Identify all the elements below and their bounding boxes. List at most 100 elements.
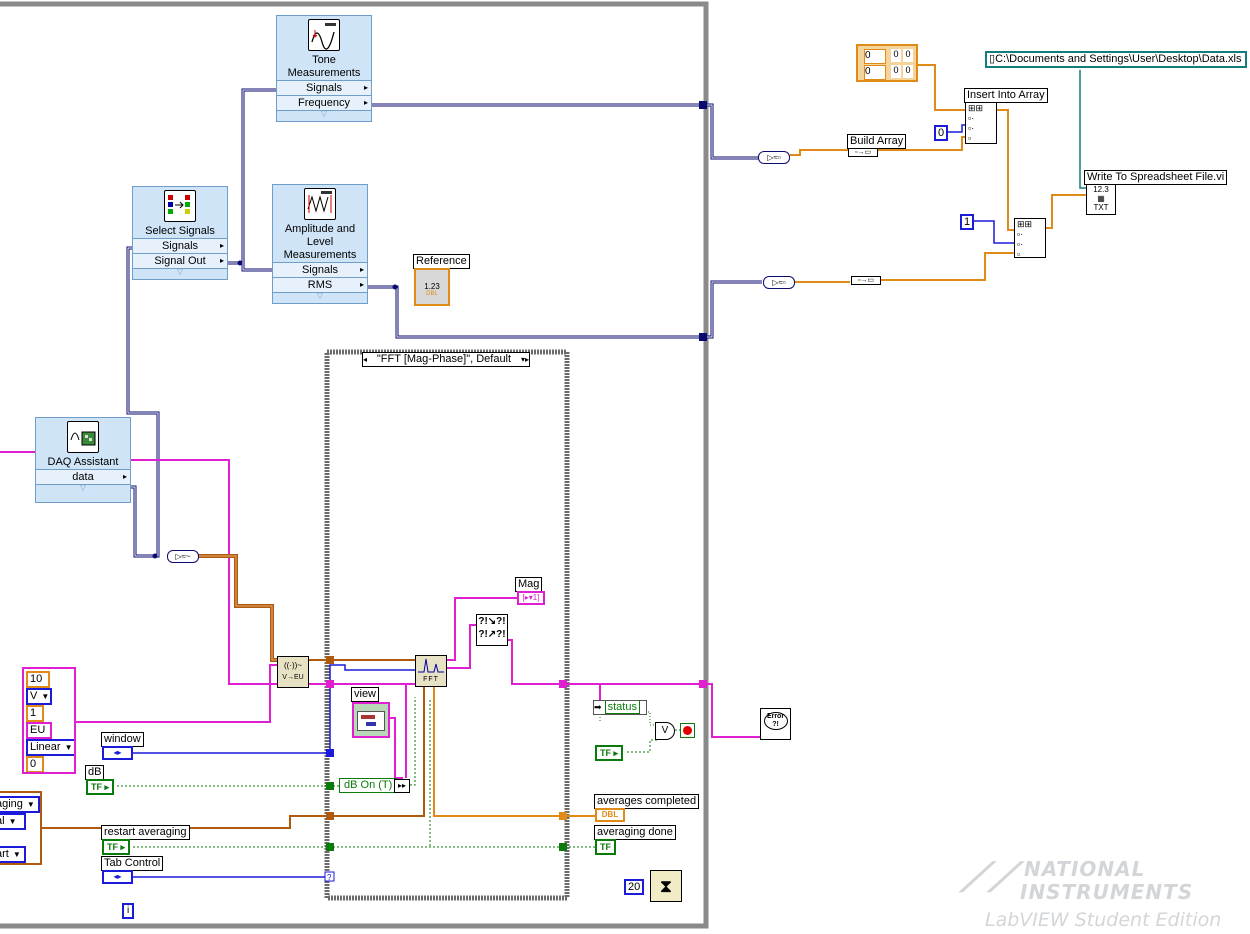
insert-into-array-node[interactable]: ⊞⊞▫·▫·▫ (965, 102, 997, 144)
tab-control-label: Tab Control (101, 856, 164, 871)
mag-indicator[interactable]: [▸▾1] (517, 591, 545, 605)
daq-assistant-express-vi[interactable]: DAQ Assistant data ▽ (35, 417, 131, 503)
build-array-node[interactable]: ▫→▭ (848, 148, 878, 157)
scaling-eu-constant[interactable]: EU (26, 722, 52, 739)
true-constant[interactable]: TF ▸ (595, 745, 624, 761)
select-signal-out-terminal[interactable]: Signal Out (133, 253, 227, 268)
scaling-offset-constant[interactable]: 0 (26, 756, 44, 772)
amplitude-rms-terminal[interactable]: RMS (273, 277, 367, 292)
status-text: status (604, 701, 640, 714)
db-control[interactable]: TF ▸ (86, 779, 115, 795)
convert-dynamic-to-array-node-2[interactable]: ▷≈▫ (763, 276, 795, 289)
file-path-value: C:\Documents and Settings\User\Desktop\D… (995, 53, 1242, 65)
averaging-done-indicator[interactable]: TF (595, 839, 616, 855)
scaling-unit-ring[interactable]: V▼ (26, 688, 52, 705)
select-signals-input-terminal[interactable]: Signals (133, 238, 227, 253)
select-signals-express-vi[interactable]: Select Signals Signals Signal Out ▽ (132, 186, 228, 280)
case-selector[interactable]: ◂ "FFT [Mag-Phase]", Default ▾▸ (362, 352, 530, 367)
array-cell-2[interactable]: 0 (891, 65, 901, 78)
case-selector-value: "FFT [Mag-Phase]", Default (376, 353, 512, 365)
expand-grip[interactable]: ▽ (36, 484, 130, 492)
restart-dropdown-icon[interactable]: ▼ (12, 850, 21, 859)
wait-ms-constant[interactable]: 20 (624, 879, 645, 895)
svg-text:?: ? (327, 873, 332, 882)
error-speech-icon: Error?! (763, 712, 788, 730)
scaling-type-ring[interactable]: Linear▼ (26, 739, 74, 756)
write-to-spreadsheet-node[interactable]: 12.3▦TXT (1086, 184, 1116, 215)
scaling-factor-constant[interactable]: 1 (26, 705, 44, 722)
array-cell-0[interactable]: 0 (891, 49, 901, 62)
build-array-small-node[interactable]: ▫→▭ (851, 276, 881, 285)
weighting-dropdown-icon[interactable]: ▼ (8, 817, 17, 826)
stop-condition-terminal[interactable] (680, 723, 695, 738)
reference-value: 1.23 (424, 282, 440, 291)
weighting-mode-ring[interactable]: al▼ (0, 813, 26, 830)
while-loop-frame (0, 1, 709, 929)
db-on-unbundle-node[interactable]: ▸▸ (394, 779, 410, 793)
insert-into-array-label: Insert Into Array (964, 88, 1048, 103)
loop-iteration-terminal[interactable]: i (122, 903, 135, 919)
array-index-1[interactable]: 0 (864, 65, 886, 80)
scale-voltage-to-eu-node[interactable]: ((·))~ V→EU (277, 656, 309, 688)
select-signals-icon (164, 190, 196, 222)
db-label: dB (85, 765, 105, 780)
or-function-node[interactable]: V (655, 722, 675, 740)
simple-error-handler-node[interactable]: Error?! (760, 708, 791, 740)
array-cell-3[interactable]: 0 (903, 65, 913, 78)
convert-from-dynamic-node[interactable]: ▷≈~ (167, 550, 199, 563)
file-path-constant[interactable]: ▯C:\Documents and Settings\User\Desktop\… (985, 51, 1248, 68)
expand-grip[interactable]: ▽ (277, 110, 371, 118)
averaging-mode-ring[interactable]: aging▼ (0, 796, 40, 813)
insert-index-constant[interactable]: 0 (934, 125, 949, 141)
case-dropdown-arrow[interactable]: ▾▸ (520, 355, 529, 364)
convert-dynamic-to-array-node-1[interactable]: ▷≈▫ (758, 151, 790, 164)
path-icon: ▯ (989, 53, 996, 65)
scaling-cluster-constant[interactable]: 10 V▼ 1 EU Linear▼ 0 (22, 667, 76, 774)
tone-frequency-terminal[interactable]: Frequency (277, 95, 371, 110)
index-one-constant[interactable]: 1 (960, 214, 975, 230)
reference-type: DBL (426, 291, 438, 297)
watermark-national: NATIONAL (1024, 857, 1146, 881)
scale-dropdown-icon[interactable]: ▼ (64, 743, 73, 752)
daq-data-terminal[interactable]: data (36, 469, 130, 484)
window-control[interactable]: ◂▸ (102, 746, 133, 760)
status-unbundle-node[interactable]: ➡ status (593, 700, 647, 715)
scale-icon-text: V→EU (282, 674, 304, 681)
array-constant[interactable]: 0 0 0 0 0 0 (856, 44, 918, 82)
averages-completed-indicator[interactable]: DBL (595, 808, 625, 822)
amplitude-signals-terminal[interactable]: Signals (273, 262, 367, 277)
mag-label: Mag (515, 577, 543, 592)
fft-spectrum-node[interactable]: FFT (415, 655, 447, 687)
expand-grip[interactable]: ▽ (273, 292, 367, 300)
insert-into-array-node-2[interactable]: ⊞⊞▫·▫·▫ (1014, 218, 1046, 258)
left-cluster-constant[interactable]: aging▼ al▼ art▼ (0, 791, 42, 865)
expand-grip[interactable]: ▽ (133, 268, 227, 276)
scale-icon: ((·))~ (284, 661, 302, 670)
amplitude-level-express-vi[interactable]: Amplitude and Level Measurements Signals… (272, 184, 368, 304)
wait-until-next-ms-node[interactable]: ⧗ (650, 870, 682, 902)
unbundle-arrow-icon: ➡ (594, 702, 602, 712)
db-on-unbundle[interactable]: dB On (T) (339, 778, 398, 793)
array-cell-1[interactable]: 0 (903, 49, 913, 62)
tone-measurement-icon (308, 19, 340, 51)
select-signals-title: Select Signals (145, 225, 215, 237)
watermark-labview-student: LabVIEW Student Edition (985, 909, 1222, 931)
tab-control-terminal[interactable]: ◂▸ (102, 870, 133, 884)
scaling-max-constant[interactable]: 10 (26, 671, 50, 688)
view-label: view (351, 687, 380, 702)
reference-label: Reference (413, 254, 470, 269)
tone-measurements-express-vi[interactable]: Tone Measurements Signals Frequency ▽ (276, 15, 372, 122)
tone-signals-terminal[interactable]: Signals (277, 80, 371, 95)
array-index-0[interactable]: 0 (864, 49, 886, 64)
merge-errors-node[interactable]: ?!↘?!?!↗?! (476, 614, 508, 646)
fft-icon-text: FFT (423, 676, 439, 683)
averaging-dropdown-icon[interactable]: ▼ (26, 800, 35, 809)
amplitude-level-title: Amplitude and Level Measurements (283, 223, 357, 261)
reference-indicator[interactable]: 1.23 DBL (414, 268, 450, 306)
view-control[interactable] (352, 702, 390, 738)
restart-mode-ring[interactable]: art▼ (0, 846, 26, 863)
case-decrement-arrow[interactable]: ◂ (363, 355, 368, 364)
unit-dropdown-icon[interactable]: ▼ (41, 692, 50, 701)
restart-averaging-control[interactable]: TF ▸ (102, 839, 131, 855)
